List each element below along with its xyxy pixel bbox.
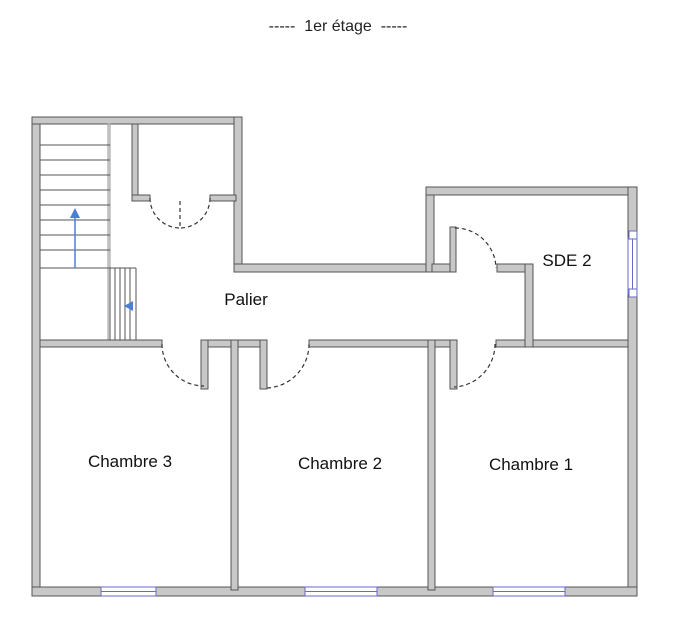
walls — [31, 116, 638, 597]
floor-title: ----- 1er étage ----- — [268, 18, 408, 35]
room-label-chambre3: Chambre 3 — [88, 452, 172, 471]
room-label-chambre1: Chambre 1 — [489, 455, 573, 474]
room-label-chambre2: Chambre 2 — [298, 454, 382, 473]
door-swings — [149, 197, 497, 389]
room-label-palier: Palier — [224, 290, 268, 309]
room-label-sde2: SDE 2 — [542, 251, 591, 270]
stair-direction-arrow — [70, 208, 133, 311]
staircase — [40, 144, 137, 340]
windows — [100, 230, 638, 597]
